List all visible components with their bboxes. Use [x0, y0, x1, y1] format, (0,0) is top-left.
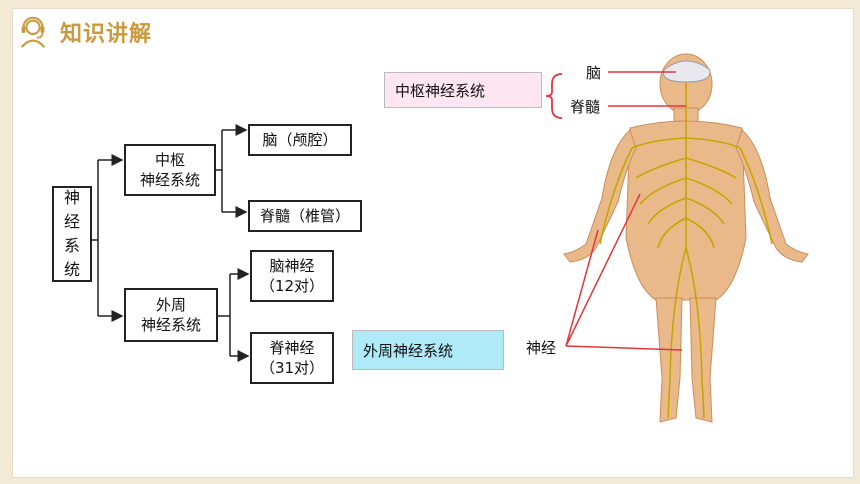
slide-header: 知识讲解	[14, 12, 152, 52]
brain-label: 脑	[586, 62, 602, 83]
central-tag-text: 中枢神经系统	[395, 81, 486, 100]
cranial-line1: 脑神经	[269, 257, 315, 275]
brain-box: 脑（颅腔）	[248, 124, 352, 156]
central-line2: 神经系统	[139, 171, 200, 189]
peripheral-line1: 外周	[155, 296, 186, 314]
central-nervous-system-box: 中枢 神经系统	[124, 144, 216, 196]
cranial-line2: （12对）	[259, 277, 325, 295]
nerve-label: 神经	[526, 337, 557, 358]
central-line1: 中枢	[154, 151, 185, 169]
root-char: 经	[63, 212, 80, 231]
spinal-nerves-line2: （31对）	[259, 359, 325, 377]
brain-text: 脑（颅腔）	[262, 131, 338, 149]
cranial-nerves-box: 脑神经 （12对）	[250, 250, 334, 302]
peripheral-nervous-system-tag: 外周神经系统	[352, 330, 504, 370]
spinal-nerves-line1: 脊神经	[269, 339, 315, 357]
spinal-cord-box: 脊髓（椎管）	[248, 200, 362, 232]
spinal-cord-text: 脊髓（椎管）	[259, 207, 350, 225]
spinal-cord-label: 脊髓	[570, 96, 601, 117]
peripheral-line2: 神经系统	[140, 316, 201, 334]
header-title: 知识讲解	[60, 21, 153, 47]
nervous-system-root-box: 神 经 系 统	[52, 186, 92, 282]
root-char: 统	[63, 260, 80, 279]
headset-person-icon	[20, 16, 46, 48]
central-nervous-system-tag: 中枢神经系统	[384, 72, 542, 108]
peripheral-nervous-system-box: 外周 神经系统	[124, 288, 218, 342]
spinal-nerves-box: 脊神经 （31对）	[250, 332, 334, 384]
root-char: 神	[63, 188, 80, 207]
root-char: 系	[63, 236, 80, 255]
peripheral-tag-text: 外周神经系统	[363, 341, 454, 360]
